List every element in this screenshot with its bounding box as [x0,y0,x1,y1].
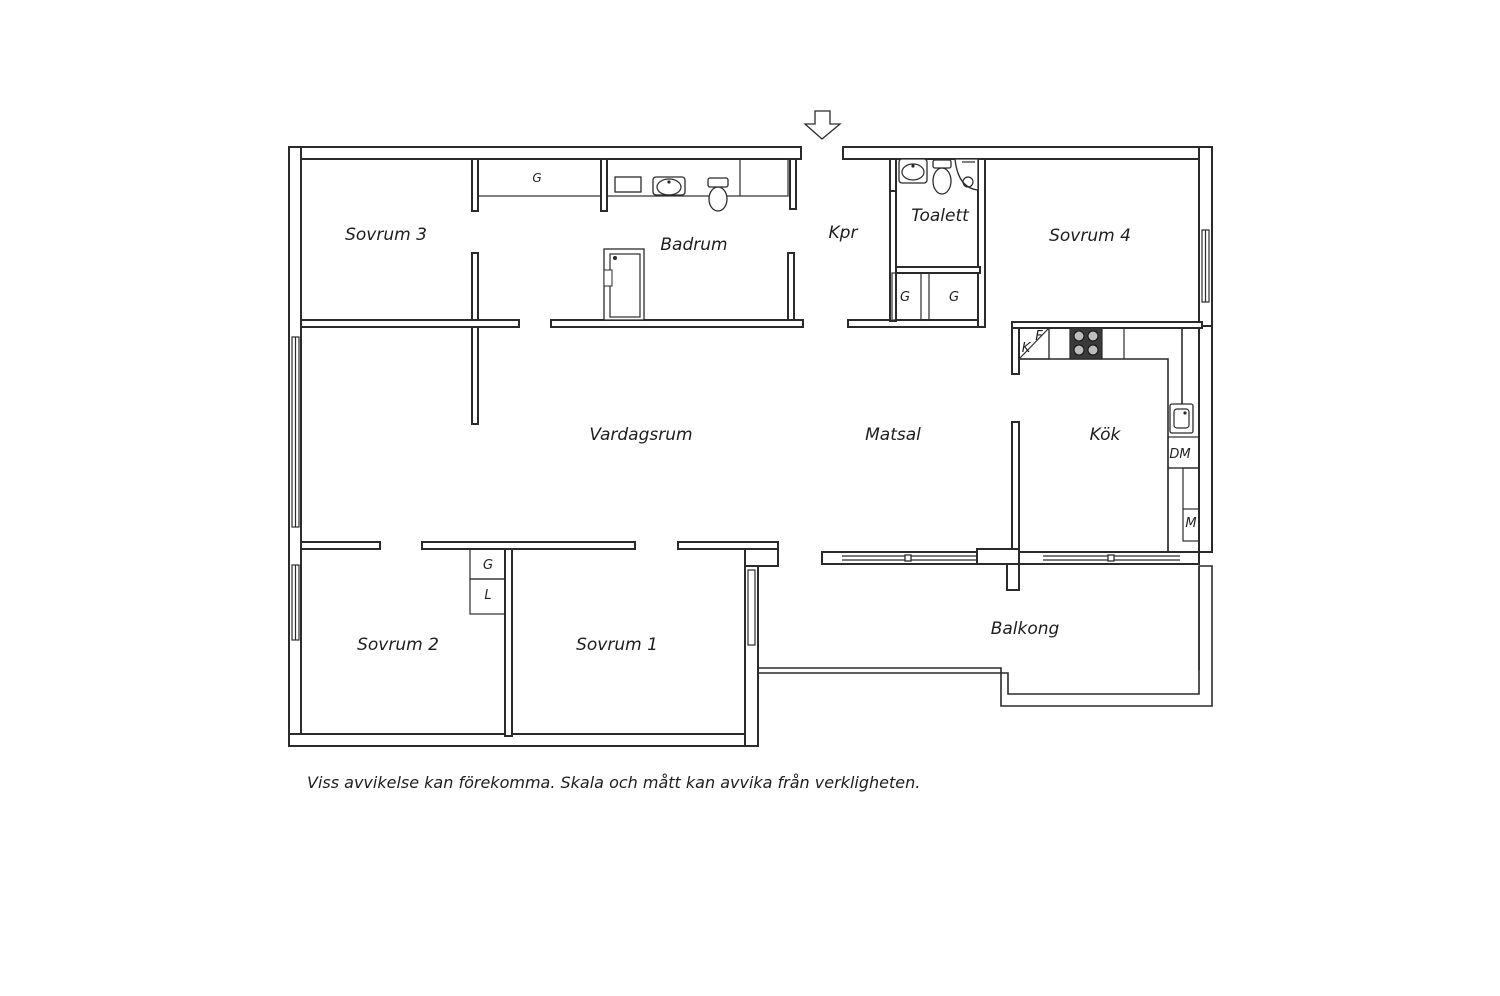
front-door-icon [603,248,645,321]
room-label-sovrum-3: Sovrum 3 [345,225,427,245]
room-label-sovrum-4: Sovrum 4 [1049,226,1131,246]
room-label-matsal: Matsal [865,425,921,445]
closet-label-l: L [484,588,491,603]
closet-label-g: G [949,290,959,305]
room-label-toalett: Toalett [911,206,970,226]
appliance-label-k: K [1022,341,1032,356]
appliance-label-m: M [1185,516,1196,531]
sink-icon [898,158,928,184]
windows [291,229,1210,646]
room-label-kpr: Kpr [829,223,859,243]
closets-top [477,158,789,197]
shower-icon [954,158,979,191]
toilet-icon [707,177,729,212]
toilet-icon [932,159,952,195]
room-label-balkong: Balkong [991,619,1060,639]
appliance-label-f: F [1035,329,1043,344]
balcony-outline [758,565,1213,707]
appliance-label-dm: DM [1169,447,1190,462]
stove-icon [1069,327,1103,360]
room-label-vardagsrum: Vardagsrum [589,425,692,445]
kitchen-sink-icon [1169,403,1194,434]
room-label-sovrum-1: Sovrum 1 [576,635,658,655]
entrance-arrow-icon [803,110,842,140]
closet-label-g: G [532,171,541,185]
closet-label-g: G [900,290,910,305]
disclaimer-text: Viss avvikelse kan förekomma. Skala och … [307,773,921,792]
interior-walls [300,158,1203,747]
room-label-badrum: Badrum [660,235,727,255]
room-label-sovrum-2: Sovrum 2 [357,635,439,655]
sink-icon [652,176,686,196]
room-label-kok: Kök [1090,425,1122,445]
closet-label-g: G [483,558,493,573]
